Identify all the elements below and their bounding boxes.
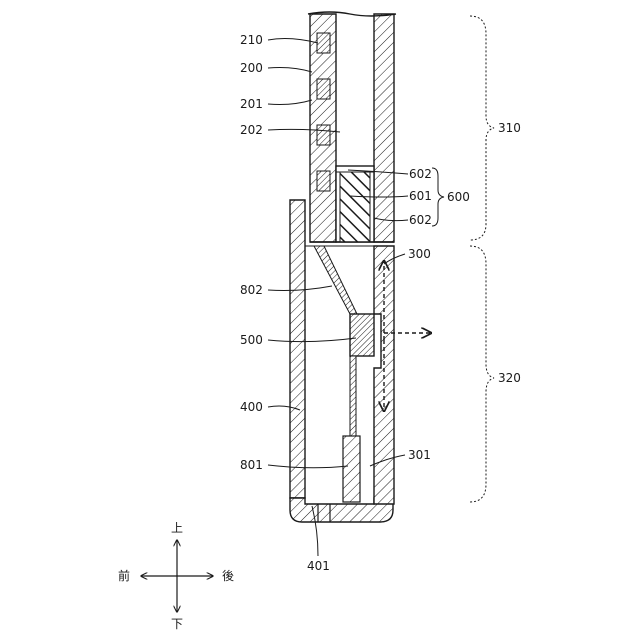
direction-up: 上 (171, 521, 183, 535)
movable-block-500 (350, 314, 374, 356)
label-601: 601 (409, 189, 432, 203)
label-201: 201 (240, 97, 263, 111)
cover-400 (290, 200, 305, 498)
label-210: 210 (240, 33, 263, 47)
brace-310 (470, 16, 494, 240)
label-602-bottom: 602 (409, 213, 432, 227)
rear-wall-upper (374, 14, 394, 242)
label-300: 300 (408, 247, 431, 261)
label-301: 301 (408, 448, 431, 462)
label-802: 802 (240, 283, 263, 297)
component-600 (336, 166, 374, 242)
flexible-member-802 (314, 246, 357, 314)
brace-600 (432, 168, 444, 226)
label-320: 320 (498, 371, 521, 385)
connecting-strip (350, 356, 356, 436)
brace-320 (470, 246, 494, 502)
label-602-top: 602 (409, 167, 432, 181)
label-600: 600 (447, 190, 470, 204)
label-401: 401 (307, 559, 330, 573)
label-500: 500 (240, 333, 263, 347)
member-801 (343, 436, 360, 502)
label-801: 801 (240, 458, 263, 472)
label-310: 310 (498, 121, 521, 135)
label-202: 202 (240, 123, 263, 137)
direction-indicator: 上 下 前 後 (118, 521, 234, 631)
direction-down: 下 (171, 617, 183, 631)
direction-front: 前 (118, 568, 130, 583)
direction-back: 後 (222, 569, 234, 583)
label-400: 400 (240, 400, 263, 414)
label-200: 200 (240, 61, 263, 75)
